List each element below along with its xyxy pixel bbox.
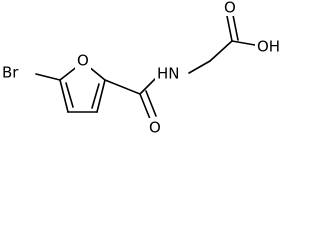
atom-label-furan-o: O xyxy=(77,52,89,70)
bond-c5-br xyxy=(35,73,61,81)
bond-amide-co xyxy=(139,93,151,120)
bond-amide-co-second xyxy=(145,90,157,117)
atom-amide-nitrogen: HN xyxy=(155,64,188,83)
atom-bromine: Br xyxy=(1,62,29,82)
bond-c2-c3-inner xyxy=(91,83,100,109)
atom-label-br: Br xyxy=(2,64,19,82)
atom-label-acid-o: O xyxy=(224,0,236,17)
bond-ch2-cooh xyxy=(209,40,233,62)
atom-label-amide-o: O xyxy=(149,119,161,137)
atom-amide-oxygen: O xyxy=(148,118,164,137)
bond-c4-c5 xyxy=(59,79,69,113)
bond-acid-coh xyxy=(231,40,256,46)
atom-acid-carbonyl-oxygen: O xyxy=(223,0,239,17)
atom-label-hn: HN xyxy=(157,65,180,83)
bond-acid-co xyxy=(226,15,233,42)
atom-label-oh: OH xyxy=(257,38,280,56)
atom-furan-oxygen: O xyxy=(75,52,91,70)
bond-n-ch2 xyxy=(188,60,211,74)
bond-c2-c3 xyxy=(96,79,106,113)
bond-acid-co-second xyxy=(232,14,239,41)
atom-acid-hydroxyl: OH xyxy=(255,36,285,56)
bond-carbonyl-n xyxy=(139,78,156,95)
bond-c4-c5-inner xyxy=(65,82,74,108)
chemical-structure-diagram: Br O HN O O OH xyxy=(1,0,285,137)
bond-c2-carbonyl xyxy=(104,79,141,95)
